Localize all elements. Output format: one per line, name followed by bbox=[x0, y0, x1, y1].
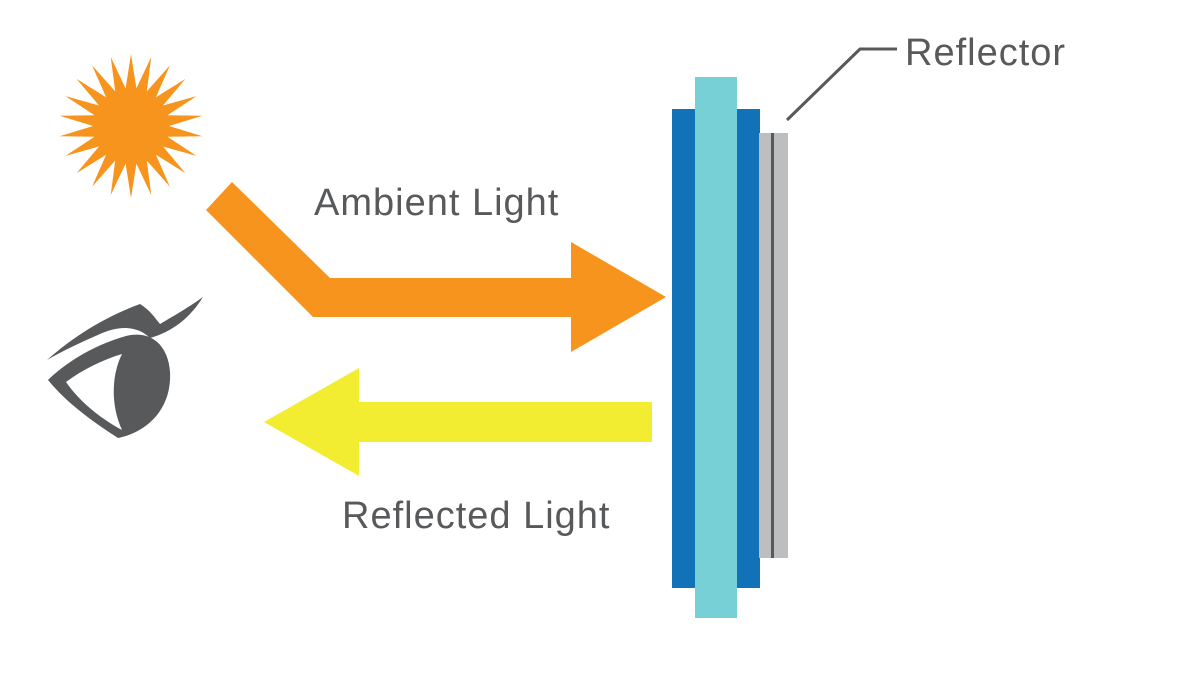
reflected-light-arrow bbox=[264, 368, 652, 476]
reflector-leader-line bbox=[785, 47, 897, 122]
ambient-light-label: Ambient Light bbox=[314, 182, 560, 224]
reflector-line bbox=[771, 133, 774, 558]
eye-icon bbox=[47, 297, 203, 438]
ambient-light-arrow bbox=[206, 182, 666, 352]
reflected-light-label: Reflected Light bbox=[342, 495, 611, 537]
reflector-label: Reflector bbox=[905, 32, 1067, 74]
sun-icon bbox=[59, 54, 203, 198]
inner-layer bbox=[695, 77, 737, 618]
